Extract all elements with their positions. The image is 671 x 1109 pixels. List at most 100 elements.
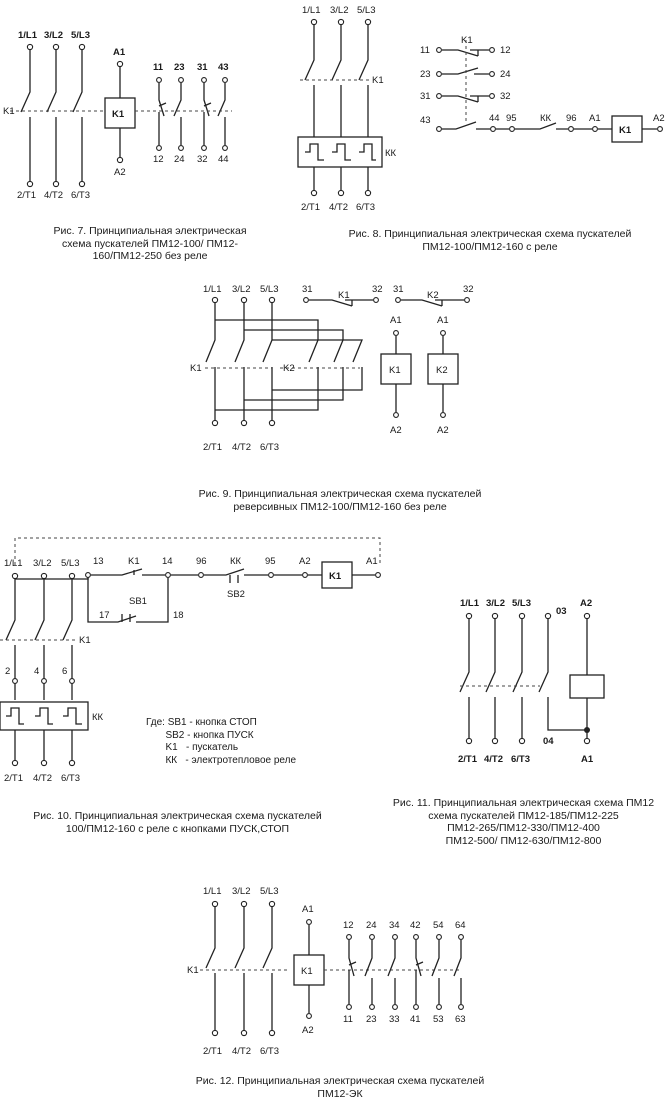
fig12-phase-1: 1/L1	[203, 886, 222, 897]
fig12-contactor-label: K1	[187, 965, 199, 976]
fig10-out-3: 6/T3	[61, 773, 80, 784]
fig12-caption: Рис. 12. Принципиальная электрическая сх…	[160, 1075, 520, 1100]
fig10-sb1: SB1	[129, 596, 147, 607]
fig8-chain-44: 44	[489, 113, 500, 124]
fig10-t95: 95	[265, 556, 276, 567]
fig7-aux-bot-2: 24	[174, 154, 185, 165]
fig10-ta1: A1	[366, 556, 378, 567]
fig8-chain-kk: КК	[540, 113, 552, 124]
fig7-aux-top-2: 23	[174, 62, 185, 73]
fig11-a2: A2	[580, 598, 592, 609]
fig11-caption-line: схема пускателей ПМ12-185/ПМ12-225	[428, 809, 619, 822]
fig7-caption-line: Рис. 7. Принципиальная электрическая	[53, 225, 247, 237]
fig12-aux-bot-1: 11	[343, 1014, 353, 1025]
fig9-coil2-a1: A1	[437, 315, 449, 326]
fig7-caption-line: схема пускателей ПМ12-100/ ПМ12-	[62, 237, 238, 250]
fig8-phase-2: 3/L2	[330, 5, 349, 16]
fig9-coil1-a1: A1	[390, 315, 402, 326]
fig8-out-1: 2/T1	[301, 202, 320, 213]
fig10-diagram: 1/L1 3/L2 5/L3 K1 2 4 6 КК 2/T1 4/T2 6/T…	[0, 537, 381, 784]
fig8-out-2: 4/T2	[329, 202, 348, 213]
fig10-relay-label: КК	[92, 712, 104, 723]
fig9-out-2: 4/T2	[232, 442, 251, 453]
fig10-tkk: КК	[230, 556, 242, 567]
fig8-chain-a1: A1	[589, 113, 601, 124]
fig9-caption: Рис. 9. Принципиальная электрическая схе…	[150, 488, 530, 513]
fig12-phase-3: 5/L3	[260, 886, 279, 897]
fig8-caption: Рис. 8. Принципиальная электрическая схе…	[315, 228, 665, 253]
fig12-out-2: 4/T2	[232, 1046, 251, 1057]
fig10-t17: 17	[99, 610, 110, 621]
fig7-contactor-label: K1	[3, 106, 15, 117]
fig10-mid-4: 4	[34, 666, 39, 677]
fig9-diagram: 1/L1 3/L2 5/L3 K1 K2 2/T1 4/T2 6/T3 31 K…	[190, 284, 474, 453]
fig12-phase-2: 3/L2	[232, 886, 251, 897]
fig8-chain-95: 95	[506, 113, 517, 124]
fig7-coil-a1: A1	[113, 47, 126, 58]
fig8-aux-left-3: 31	[420, 91, 431, 102]
fig8-aux-right-3: 32	[500, 91, 511, 102]
fig9-k1-label: K1	[190, 363, 202, 374]
fig11-a1: A1	[581, 754, 594, 765]
fig7-phase-2: 3/L2	[44, 30, 63, 41]
fig9-out-1: 2/T1	[203, 442, 222, 453]
fig12-caption-line: Рис. 12. Принципиальная электрическая сх…	[195, 1075, 485, 1087]
fig8-aux-left-4: 43	[420, 115, 431, 126]
fig12-caption-line: ПМ12-ЭК	[317, 1087, 363, 1100]
fig12-coil-a2: A2	[302, 1025, 314, 1036]
fig7-caption-line: 160/ПМ12-250 без реле	[92, 250, 208, 262]
fig9-aux2-32: 32	[463, 284, 474, 295]
fig11-phase-2: 3/L2	[486, 598, 505, 609]
fig10-phase-3: 5/L3	[61, 558, 80, 569]
fig9-coil1-label: K1	[389, 365, 401, 376]
fig10-ta2: A2	[299, 556, 311, 567]
fig12-coil-a1: A1	[302, 904, 314, 915]
fig10-out-1: 2/T1	[4, 773, 23, 784]
fig7-phase-3: 5/L3	[71, 30, 90, 41]
fig9-out-3: 6/T3	[260, 442, 279, 453]
fig11-out-1: 2/T1	[458, 754, 478, 765]
fig9-phase-3: 5/L3	[260, 284, 279, 295]
fig7-aux-bot-4: 44	[218, 154, 229, 165]
fig8-aux-right-1: 12	[500, 45, 511, 56]
fig9-aux1-k: K1	[338, 290, 350, 301]
fig8-out-3: 6/T3	[356, 202, 375, 213]
fig8-coil-label: K1	[619, 125, 632, 136]
fig8-aux-k: K1	[461, 35, 473, 46]
fig12-coil-label: K1	[301, 966, 313, 977]
fig10-out-2: 4/T2	[33, 773, 52, 784]
fig8-aux-left-1: 11	[420, 45, 430, 56]
fig9-phase-1: 1/L1	[203, 284, 222, 295]
fig7-aux-top-4: 43	[218, 62, 229, 73]
fig9-aux2-k: K2	[427, 290, 439, 301]
fig7-aux-top-1: 11	[153, 62, 164, 73]
fig10-caption: Рис. 10. Принципиальная электрическая сх…	[5, 810, 350, 835]
fig12-out-3: 6/T3	[260, 1046, 279, 1057]
fig12-aux-top-1: 12	[343, 920, 354, 931]
fig8-aux-left-2: 23	[420, 69, 431, 80]
fig11-diagram: 1/L1 3/L2 5/L3 03 A2 04 2/T1 4/T2 6/T3 A…	[458, 598, 605, 765]
fig7-aux-bot-3: 32	[197, 154, 208, 165]
legend-line: Где: SB1 - кнопка СТОП	[146, 717, 257, 728]
fig12-aux-bot-2: 23	[366, 1014, 377, 1025]
legend-line: КК - электротепловое реле	[146, 754, 297, 766]
fig8-phase-1: 1/L1	[302, 5, 321, 16]
fig9-k2-label: K2	[283, 363, 295, 374]
fig12-out-1: 2/T1	[203, 1046, 222, 1057]
fig10-legend: Где: SB1 - кнопка СТОП SB2 - кнопка ПУСК…	[146, 717, 346, 767]
fig10-k1-label: K1	[79, 635, 91, 646]
fig8-aux-right-2: 24	[500, 69, 511, 80]
fig7-aux-bot-1: 12	[153, 154, 164, 165]
fig7-out-2: 4/T2	[44, 190, 63, 201]
fig10-mid-2: 2	[5, 666, 10, 677]
fig9-aux1-31: 31	[302, 284, 313, 295]
fig11-caption-line: ПМ12-265/ПМ12-330/ПМ12-400	[447, 822, 600, 834]
fig7-caption: Рис. 7. Принципиальная электрическая схе…	[5, 225, 295, 263]
fig11-out-3: 6/T3	[511, 754, 530, 765]
fig10-tk1: K1	[128, 556, 140, 567]
fig10-t96: 96	[196, 556, 207, 567]
fig11-caption-line: ПМ12-500/ ПМ12-630/ПМ12-800	[445, 834, 602, 847]
fig12-aux-bot-5: 53	[433, 1014, 444, 1025]
fig10-phase-1: 1/L1	[4, 558, 23, 569]
